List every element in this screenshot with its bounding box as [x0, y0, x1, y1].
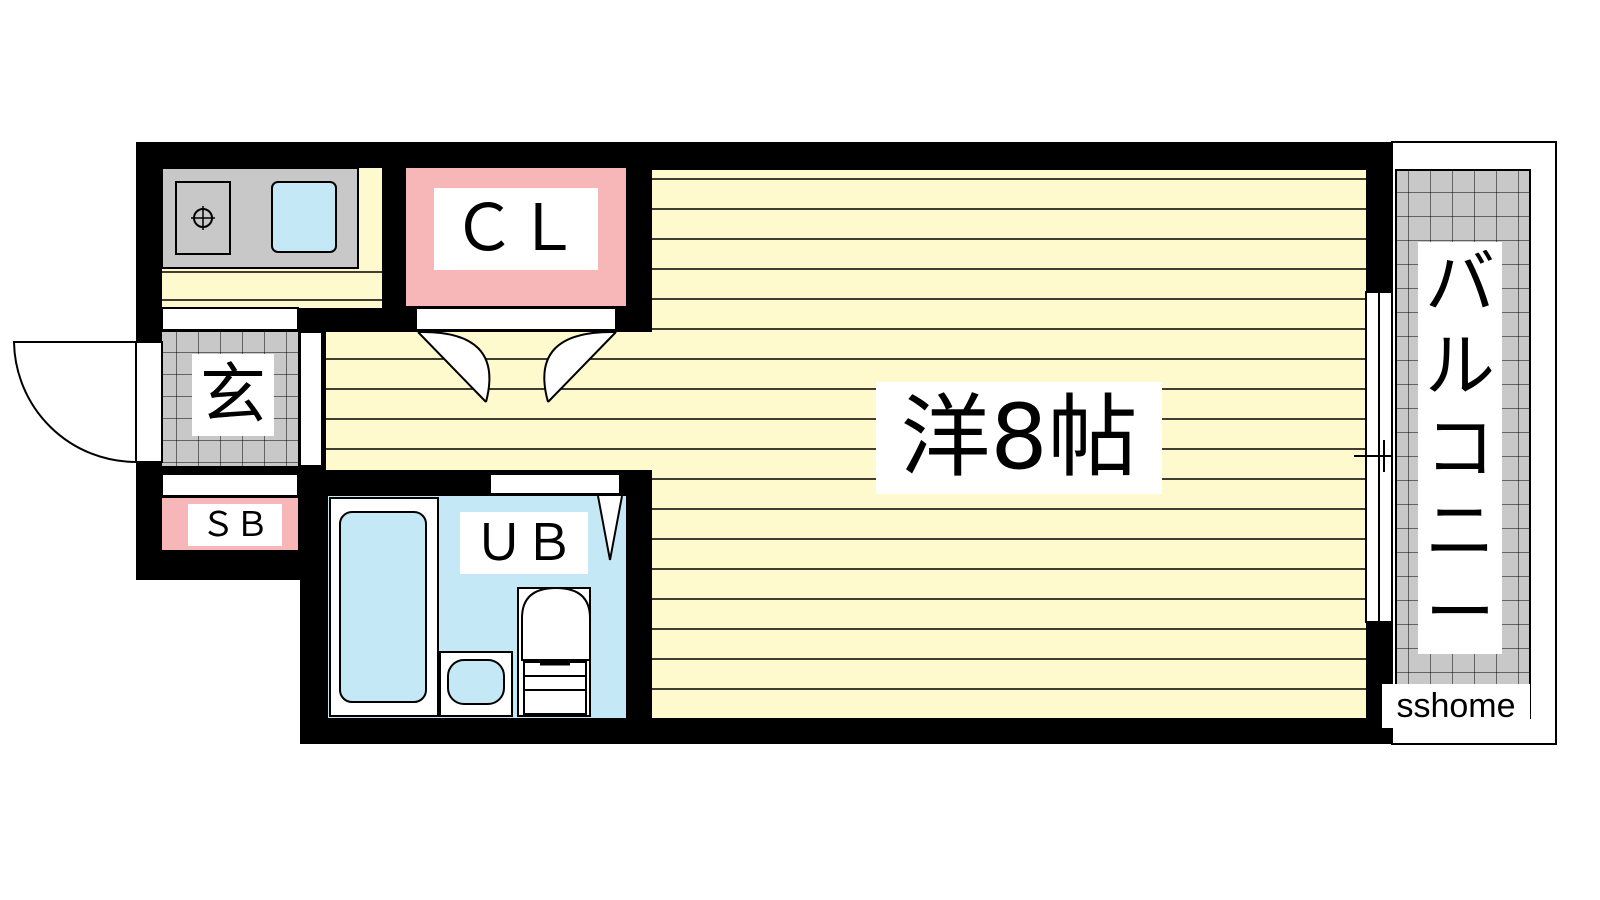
balcony-label: バ ル コ ニ ー [1418, 242, 1502, 654]
entrance-label: 玄 [192, 354, 274, 436]
balcony-char: コ [1425, 407, 1495, 489]
balcony-char: バ [1425, 242, 1495, 324]
balcony-window [1354, 291, 1404, 623]
balcony-char: ニ [1425, 489, 1495, 572]
kitchen-counter [161, 167, 359, 269]
bathtub-icon [339, 511, 427, 703]
entry-door [12, 341, 163, 463]
main-room-label: 洋8帖 [876, 382, 1162, 494]
balcony-char: ー [1425, 572, 1495, 654]
unit-bath-label: ＵＢ [460, 512, 588, 574]
hallway-floor [326, 332, 656, 470]
washbasin-icon [447, 659, 505, 705]
sink-icon [271, 181, 337, 253]
toilet-icon [521, 586, 591, 661]
closet-label: ＣＬ [434, 188, 598, 270]
balcony-char: ル [1425, 324, 1495, 407]
unit-bath [328, 473, 626, 718]
shoe-box-label: ＳＢ [188, 504, 282, 546]
watermark: sshome [1382, 684, 1530, 728]
